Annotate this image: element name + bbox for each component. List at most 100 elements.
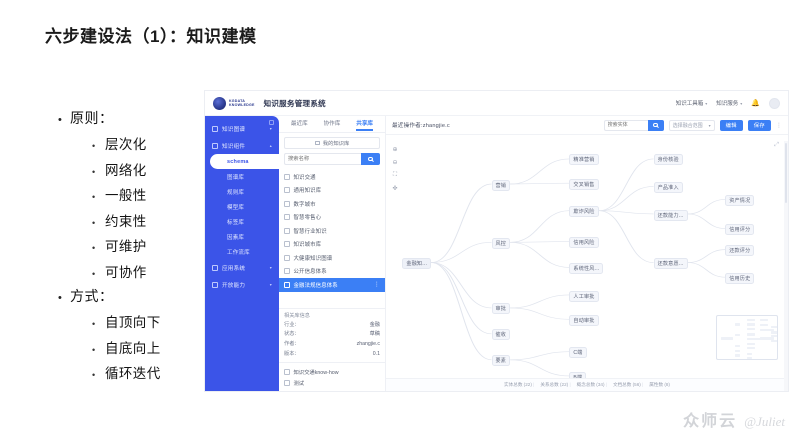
sidebar-subitem-modellib[interactable]: 模型库 xyxy=(227,204,245,211)
save-button[interactable]: 保存 xyxy=(747,119,771,131)
graph-node[interactable]: 信用历史 xyxy=(725,272,755,284)
app-scrollbar[interactable] xyxy=(784,141,788,391)
list-item[interactable]: 知识交通 xyxy=(279,170,385,184)
tab-shared[interactable]: 共享库 xyxy=(356,119,373,131)
sidebar-subitem-workflowlib[interactable]: 工作流库 xyxy=(227,249,250,256)
graph-node[interactable]: 还款能力... xyxy=(653,209,688,221)
status-concept-count: 概念总数 (34) xyxy=(577,382,607,388)
graph-node[interactable]: 还款意愿... xyxy=(653,258,688,270)
list-item[interactable]: 知识交通know-how xyxy=(284,366,380,377)
list-item: • 可协作 xyxy=(92,261,161,281)
more-vertical-icon[interactable]: ⋮ xyxy=(776,122,782,129)
graph-node[interactable]: 产品准入 xyxy=(653,181,683,193)
list-item-label: 知识城市库 xyxy=(293,242,322,249)
doc-icon xyxy=(284,200,290,207)
sidebar-item-open-capability[interactable]: 开放能力 ▾ xyxy=(205,276,279,293)
minimap-node xyxy=(734,349,740,353)
zoom-in-icon[interactable]: ⊕ xyxy=(392,146,398,153)
reset-layout-icon[interactable]: ✜ xyxy=(392,185,398,192)
sidebar-subitem-graphlib[interactable]: 图谱库 xyxy=(227,174,245,181)
sidebar-subitem-rulelib[interactable]: 规则库 xyxy=(227,189,245,196)
sidebar-item-label: 知识组件 xyxy=(222,143,246,150)
component-icon xyxy=(212,142,218,149)
graph-node[interactable]: 交叉销售 xyxy=(569,178,599,190)
list-item[interactable]: 通用知识库 xyxy=(279,184,385,198)
status-document-count: 文档总数 (56) xyxy=(613,382,643,388)
sidebar-subitem-taglib[interactable]: 标签库 xyxy=(227,219,245,226)
sidebar-item-knowledge-component[interactable]: 知识组件 ▴ xyxy=(205,137,279,154)
fit-screen-icon[interactable]: ⛶ xyxy=(392,171,398,178)
graph-node[interactable]: 系统性风... xyxy=(569,262,604,274)
minimap-node xyxy=(746,352,752,356)
doc-icon xyxy=(284,173,290,180)
graph-node[interactable]: 欺诈风险 xyxy=(569,206,599,218)
minimap-node xyxy=(759,319,768,322)
bullet-dot: • xyxy=(92,166,96,177)
zoom-out-icon[interactable]: ⊖ xyxy=(392,159,398,166)
property-value: 草稿 xyxy=(369,331,380,338)
tab-collaboration[interactable]: 协作库 xyxy=(323,120,341,127)
sidebar-subitem-factorlib[interactable]: 因素库 xyxy=(227,234,245,241)
tab-recent[interactable]: 最近库 xyxy=(290,120,308,127)
list-item[interactable]: 智慧行业知识 xyxy=(279,224,385,238)
list-item[interactable]: 数字城市 xyxy=(279,197,385,211)
bullet-text: 网络化 xyxy=(105,162,147,178)
graph-toolbar-actions: 选择融合范围 ▾ 编辑 保存 ⋮ xyxy=(603,119,782,131)
minimap-node xyxy=(746,357,752,359)
list-item-selected[interactable]: 金融法规信息体系 xyxy=(279,278,385,292)
library-list: 知识交通 通用知识库 数字城市 智慧零售心 智慧行业知识 知识城市库 大健康知识… xyxy=(279,170,385,308)
list-item[interactable]: 公开信息体系 xyxy=(279,265,385,279)
graph-node[interactable]: 身份核验 xyxy=(653,154,683,166)
graph-node-root[interactable]: 金融知... xyxy=(402,258,432,270)
watermark: 众师云 @Juliet xyxy=(683,407,785,431)
search-input[interactable] xyxy=(603,119,648,131)
chevron-down-icon: ▾ xyxy=(705,100,708,106)
avatar[interactable] xyxy=(769,97,780,109)
graph-canvas[interactable]: ⊕ ⊖ ⛶ ✜ ⤢ 金融知... 营销风控审批催收要素 精准营销交叉销售欺诈风险信用… xyxy=(386,135,788,378)
sidebar-item-knowledge-graph[interactable]: 知识图谱 ▾ xyxy=(205,120,279,137)
list-item-label: 大健康知识图谱 xyxy=(293,255,333,262)
edit-button[interactable]: 编辑 xyxy=(719,119,743,131)
search-input[interactable] xyxy=(284,153,361,165)
collapse-icon[interactable] xyxy=(269,120,274,125)
scope-select[interactable]: 选择融合范围 ▾ xyxy=(668,119,715,131)
header-menu-service[interactable]: 知识服务 ▾ xyxy=(716,99,743,108)
graph-node[interactable]: 信用风险 xyxy=(569,237,599,249)
graph-node[interactable]: 精准营销 xyxy=(569,154,599,166)
header-menu-toolbox[interactable]: 知识工具箱 ▾ xyxy=(676,99,708,108)
bullet-dot: • xyxy=(92,141,96,151)
chevron-up-icon: ▴ xyxy=(269,143,272,148)
expand-icon[interactable]: ⤢ xyxy=(774,142,779,148)
graph-node[interactable]: 人工审批 xyxy=(569,290,599,302)
graph-node[interactable]: 自动审批 xyxy=(569,314,599,326)
search-button[interactable] xyxy=(647,119,664,131)
list-item[interactable]: 知识城市库 xyxy=(279,238,385,252)
graph-node[interactable]: 催收 xyxy=(491,329,511,341)
list-item[interactable]: 智慧零售心 xyxy=(279,211,385,225)
search-button[interactable] xyxy=(361,153,380,165)
list-item[interactable]: 大健康知识图谱 xyxy=(279,251,385,265)
library-selector[interactable]: 我的知识库 xyxy=(284,137,380,149)
sidebar-item-app-system[interactable]: 应用系统 ▾ xyxy=(205,259,279,276)
graph-node[interactable]: 营销 xyxy=(491,179,511,191)
list-item[interactable]: 测试 xyxy=(284,377,380,388)
bullet-text: 自底向上 xyxy=(105,340,161,356)
minimap-node xyxy=(771,334,777,338)
graph-node[interactable]: 资产情况 xyxy=(725,194,755,206)
graph-node[interactable]: B端 xyxy=(569,371,587,378)
graph-node[interactable]: 风控 xyxy=(491,237,511,249)
graph-node[interactable]: 还款评分 xyxy=(725,245,755,257)
graph-node[interactable]: 审批 xyxy=(491,303,511,315)
minimap-node xyxy=(746,347,755,350)
chevron-down-icon: ▾ xyxy=(740,100,743,106)
list-item: • 循环迭代 xyxy=(92,362,161,382)
bullet-dot: • xyxy=(92,268,96,279)
bullet-dot: • xyxy=(58,292,62,304)
graph-minimap[interactable] xyxy=(716,315,778,360)
bullet-group-1: • 原则： xyxy=(58,108,161,128)
bell-icon[interactable]: 🔔 xyxy=(751,100,760,107)
sidebar-subitem-schema[interactable]: schema xyxy=(210,154,279,169)
graph-node[interactable]: 信用评分 xyxy=(725,224,755,236)
graph-node[interactable]: 要素 xyxy=(491,355,511,367)
graph-node[interactable]: C端 xyxy=(569,347,587,359)
